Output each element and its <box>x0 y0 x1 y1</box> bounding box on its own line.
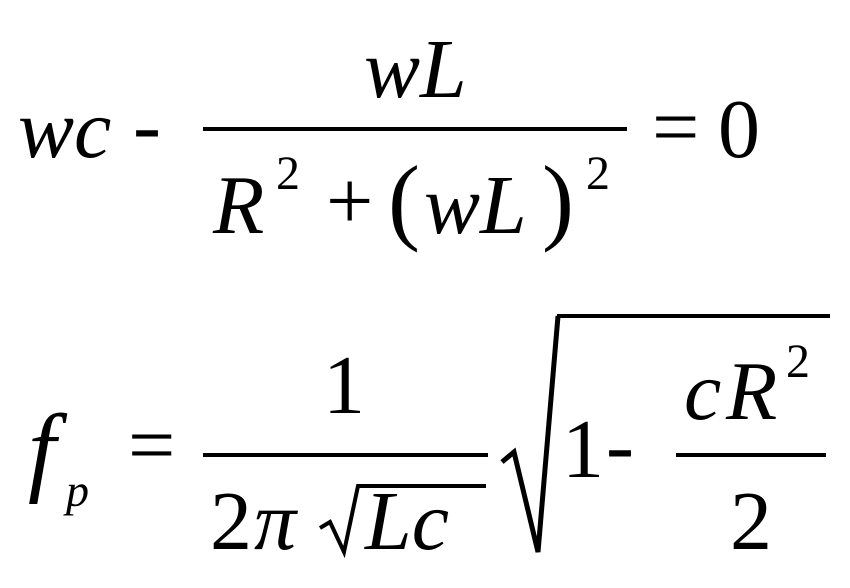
eq2-big-radical-sign <box>500 315 561 553</box>
eq2-radicand-one: 1 <box>562 403 604 496</box>
eq2-fraction-bar <box>203 453 488 457</box>
eq2-inner-fraction-bar <box>676 453 826 457</box>
eq1-equals: = <box>652 81 700 174</box>
eq1-fraction-bar <box>203 127 627 131</box>
eq2-denominator-pi: π <box>254 475 297 568</box>
eq2-equals: = <box>128 399 176 492</box>
eq2-denominator-two: 2 <box>210 475 252 568</box>
eq2-radicand-Lc: Lc <box>365 475 449 568</box>
eq2-inner-numerator-R: R <box>726 345 778 438</box>
eq1-lhs-wc: wc <box>18 83 112 176</box>
eq1-denominator-exponent: 2 <box>586 147 610 200</box>
eq2-small-radical-vinculum <box>357 484 483 487</box>
eq1-rhs-zero: 0 <box>718 83 760 176</box>
eq1-minus: - <box>133 79 161 172</box>
eq2-radicand-minus: - <box>606 399 634 492</box>
eq2-fraction-numerator: 1 <box>323 339 365 432</box>
eq1-numerator: wL <box>364 23 467 116</box>
eq1-denominator-left-paren: ( <box>388 146 420 253</box>
eq2-inner-denominator: 2 <box>730 475 772 568</box>
eq2-inner-numerator-c: c <box>684 345 722 438</box>
eq1-denominator-R-exponent: 2 <box>276 147 300 200</box>
eq1-denominator-R: R <box>213 159 265 252</box>
eq1-denominator-plus: + <box>326 155 374 248</box>
eq2-f: f <box>28 394 56 505</box>
eq2-inner-numerator-exponent: 2 <box>786 335 810 388</box>
eq1-denominator-wL: wL <box>424 159 527 252</box>
eq2-subscript-p: p <box>66 465 89 516</box>
eq1-denominator-right-paren: ) <box>542 146 574 253</box>
eq2-big-radical-vinculum <box>557 314 830 318</box>
